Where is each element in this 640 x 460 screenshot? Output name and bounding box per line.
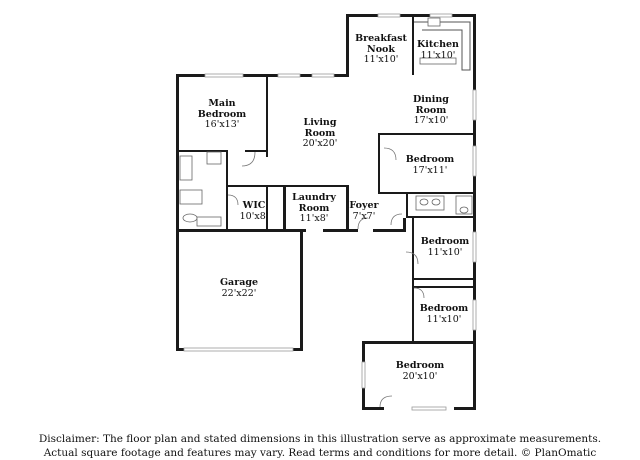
disclaimer-line-1: Disclaimer: The floor plan and stated di… <box>38 433 602 445</box>
room-label-bedroom-2: Bedroom 11'x10' <box>420 236 470 258</box>
disclaimer-line-2: Actual square footage and features may v… <box>43 447 597 459</box>
room-label-foyer: Foyer 7'x7' <box>349 200 379 222</box>
fixtures <box>179 17 473 408</box>
room-label-bedroom-1: Bedroom 17'x11' <box>405 154 455 176</box>
room-label-garage: Garage 22'x22' <box>219 277 259 299</box>
windows <box>183 13 477 411</box>
room-label-breakfast: Breakfast Nook 11'x10' <box>355 33 407 65</box>
room-label-laundry: Laundry Room 11'x8' <box>292 192 336 224</box>
room-label-bedroom-3: Bedroom 11'x10' <box>419 303 469 325</box>
room-label-bedroom-4: Bedroom 20'x10' <box>395 360 445 382</box>
room-label-main-bedroom: Main Bedroom 16'x13' <box>197 98 247 130</box>
room-label-wic: WIC 10'x8' <box>239 200 269 222</box>
room-label-kitchen: Kitchen 11'x10' <box>417 39 459 61</box>
disclaimer: Disclaimer: The floor plan and stated di… <box>0 432 640 460</box>
walls <box>176 14 476 410</box>
room-label-dining: Dining Room 17'x10' <box>413 94 449 126</box>
room-label-living: Living Room 20'x20' <box>302 117 338 149</box>
